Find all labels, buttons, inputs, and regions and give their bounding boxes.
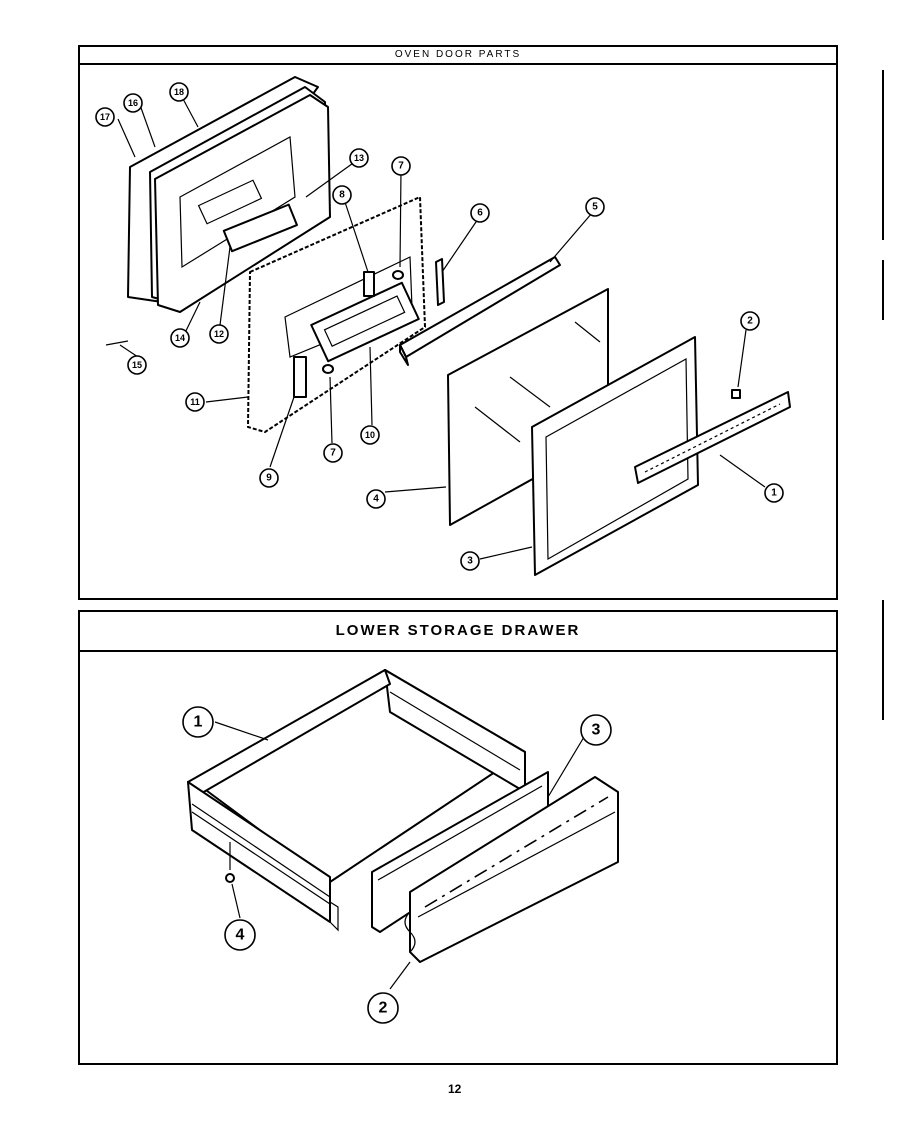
- door-pin: [105, 340, 129, 346]
- svg-text:4: 4: [236, 927, 245, 944]
- svg-text:7: 7: [330, 448, 336, 459]
- oven-door-parts-panel: OVEN DOOR PARTS: [78, 45, 838, 600]
- drawer-lip: [329, 901, 339, 932]
- svg-text:5: 5: [592, 202, 598, 213]
- callout-5: 5: [585, 197, 605, 217]
- callout-12: 12: [209, 324, 229, 344]
- callout-4: 4: [366, 489, 386, 509]
- callout-6: 6: [470, 203, 490, 223]
- svg-text:2: 2: [379, 1000, 388, 1017]
- svg-text:8: 8: [339, 190, 345, 201]
- svg-text:9: 9: [266, 473, 272, 484]
- svg-text:6: 6: [477, 208, 483, 219]
- screw: [322, 364, 334, 374]
- svg-text:3: 3: [467, 556, 473, 567]
- callout-10: 10: [360, 425, 380, 445]
- door-hinge-bracket: [634, 391, 791, 484]
- callout-7-lower: 7: [323, 443, 343, 463]
- scan-edge-mark: [882, 260, 884, 320]
- oven-door-exploded-view: 1 2 3 4 5 6 7 8 9 10 11 12 13 14 15 16 1…: [95, 76, 791, 576]
- hinge-receptacle-lower: [293, 356, 307, 398]
- svg-text:18: 18: [174, 87, 184, 97]
- callout-14: 14: [170, 328, 190, 348]
- svg-text:14: 14: [175, 333, 185, 343]
- screw: [392, 270, 404, 280]
- svg-text:1: 1: [194, 714, 203, 731]
- storage-drawer-exploded-view: 1 2 3 4: [182, 669, 619, 1024]
- svg-text:10: 10: [365, 430, 375, 440]
- glass-frame: [531, 336, 699, 576]
- callout-16: 16: [123, 93, 143, 113]
- callout-13: 13: [349, 148, 369, 168]
- drawer-callout-4: 4: [224, 919, 256, 951]
- lower-storage-drawer-title: LOWER STORAGE DRAWER: [80, 612, 836, 652]
- svg-text:15: 15: [132, 360, 142, 370]
- callout-11: 11: [185, 392, 205, 412]
- svg-text:3: 3: [592, 722, 601, 739]
- handle-bracket: [222, 203, 298, 253]
- door-clip: [435, 258, 445, 306]
- lower-storage-drawer-panel: LOWER STORAGE DRAWER 1 2 3 4: [78, 610, 838, 1065]
- svg-text:1: 1: [771, 488, 777, 499]
- callout-15: 15: [127, 355, 147, 375]
- drawer-callout-3: 3: [580, 714, 612, 746]
- page-number: 12: [448, 1082, 462, 1096]
- drawer-screw: [225, 873, 235, 883]
- door-liner: [154, 94, 331, 313]
- callout-7-upper: 7: [391, 156, 411, 176]
- svg-text:11: 11: [190, 397, 200, 407]
- drawer-callout-1: 1: [182, 706, 214, 738]
- svg-text:4: 4: [373, 494, 379, 505]
- handle-cutout: [197, 179, 263, 225]
- liner-window: [179, 136, 296, 269]
- scan-edge-mark: [882, 70, 884, 240]
- oven-door-parts-title: OVEN DOOR PARTS: [80, 47, 836, 65]
- svg-text:13: 13: [354, 153, 364, 163]
- glass-channel-lip: [399, 344, 409, 366]
- svg-text:17: 17: [100, 112, 110, 122]
- svg-text:7: 7: [398, 161, 404, 172]
- callout-8: 8: [332, 185, 352, 205]
- bushing: [731, 389, 741, 399]
- svg-text:12: 12: [214, 329, 224, 339]
- drawer-front-hook: [404, 911, 416, 953]
- callout-9: 9: [259, 468, 279, 488]
- callout-1: 1: [764, 483, 784, 503]
- scan-edge-mark: [882, 600, 884, 720]
- handle-slot: [323, 295, 406, 347]
- glass-frame-inner: [545, 357, 689, 561]
- drawer-callout-2: 2: [367, 992, 399, 1024]
- callout-18: 18: [169, 82, 189, 102]
- callout-2: 2: [740, 311, 760, 331]
- callout-17: 17: [95, 107, 115, 127]
- callout-3: 3: [460, 551, 480, 571]
- svg-text:16: 16: [128, 98, 138, 108]
- hinge-receptacle-upper: [363, 271, 375, 297]
- svg-text:2: 2: [747, 316, 753, 327]
- handle-trim: [310, 281, 420, 363]
